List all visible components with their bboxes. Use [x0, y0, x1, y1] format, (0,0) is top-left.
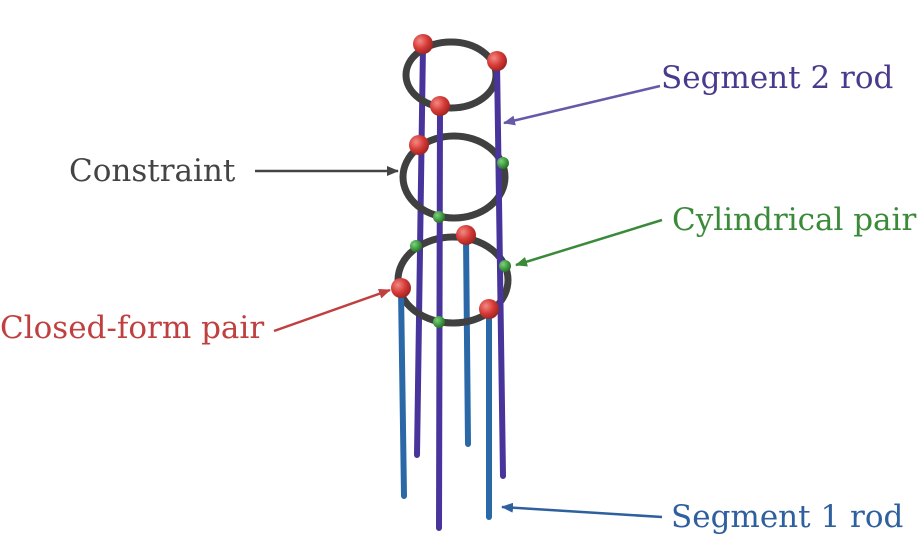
- segment2-arrow-icon: [503, 84, 661, 126]
- closed-form-joint: [391, 278, 411, 298]
- cylindrical-joint: [433, 211, 445, 223]
- constraint-rings: [394, 38, 512, 327]
- cylindrical-joint: [410, 240, 422, 252]
- segment1-rods-front: [398, 287, 492, 520]
- cylindrical-joints: [410, 157, 511, 328]
- closed-form-joints: [391, 34, 507, 319]
- cylindrical-joint: [497, 157, 509, 169]
- cylindrical-joint: [433, 316, 445, 328]
- closed-form-joint: [409, 135, 429, 155]
- annotation-labels: Segment 2 rod Constraint Cylindrical pai…: [0, 60, 916, 535]
- closed-form-joint: [456, 225, 476, 245]
- segment1-arrow-icon: [501, 502, 663, 519]
- cylindrical-pair-label: Cylindrical pair: [672, 202, 916, 238]
- segment2-rods-front: [436, 59, 506, 531]
- closed-form-joint: [479, 299, 499, 319]
- constraint-ring-middle: [399, 132, 509, 222]
- annotation-arrows: [255, 84, 663, 519]
- segment1-rod: [463, 233, 471, 447]
- closed-form-joint: [413, 34, 433, 54]
- segment2-rod-label: Segment 2 rod: [661, 60, 893, 96]
- segment1-rods-back: [463, 233, 471, 447]
- segment1-rod-label: Segment 1 rod: [671, 499, 903, 535]
- constraint-label: Constraint: [69, 153, 236, 189]
- cylindrical-arrow-icon: [515, 218, 663, 267]
- cylindrical-joint: [499, 260, 511, 272]
- closed-form-pair-label: Closed-form pair: [0, 310, 264, 346]
- closed-form-arrow-icon: [273, 288, 391, 333]
- closed-form-joint: [487, 51, 507, 71]
- segment1-rod: [398, 287, 407, 499]
- closed-form-joint: [430, 96, 450, 116]
